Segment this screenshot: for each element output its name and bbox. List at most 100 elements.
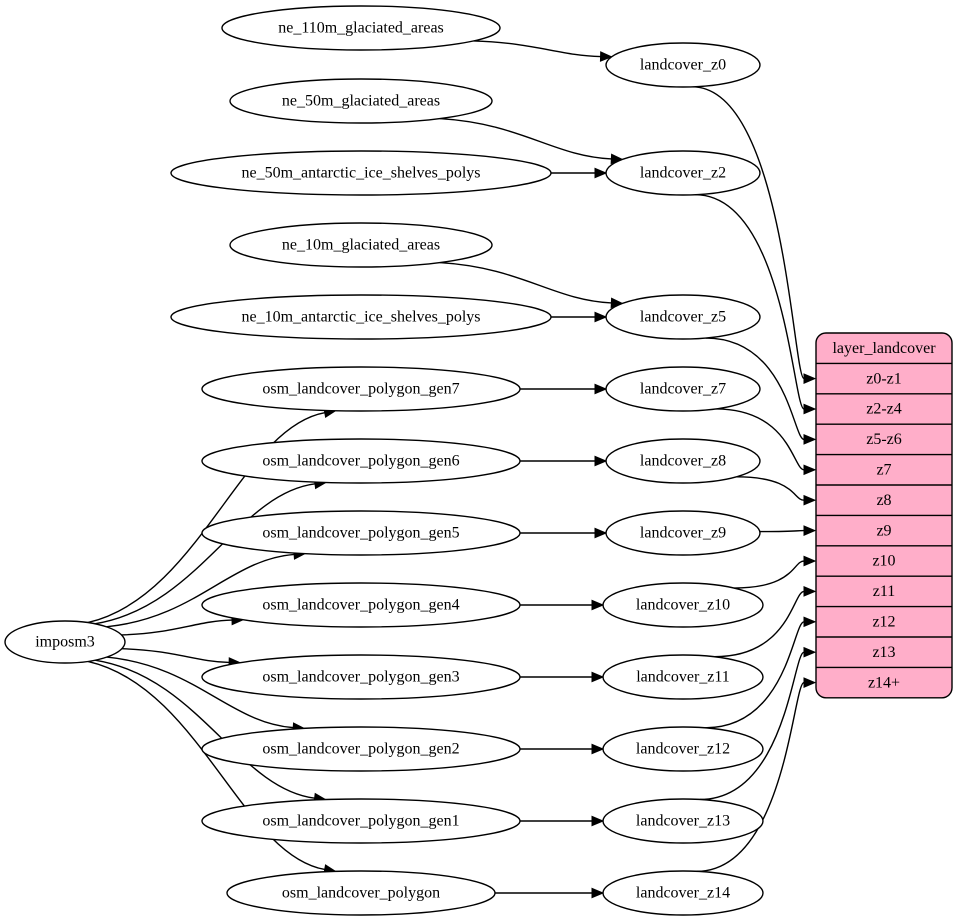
- node-label: landcover_z9: [640, 525, 726, 542]
- graph-node-ne_10m_antarctic_ice_shelves_polys[interactable]: ne_10m_antarctic_ice_shelves_polys: [170, 294, 552, 340]
- graph-node-landcover_z0[interactable]: landcover_z0: [605, 42, 761, 88]
- node-shape: [201, 582, 521, 628]
- edge-arrowhead: [594, 167, 608, 179]
- node-shape: [170, 150, 552, 196]
- graph-node-ne_50m_antarctic_ice_shelves_polys[interactable]: ne_50m_antarctic_ice_shelves_polys: [170, 150, 552, 196]
- edge-arrowhead: [803, 525, 817, 536]
- graph-node-landcover_z8[interactable]: landcover_z8: [605, 438, 761, 484]
- graph-node-osm_landcover_polygon_gen4[interactable]: osm_landcover_polygon_gen4: [201, 582, 521, 628]
- graph-node-landcover_z9[interactable]: landcover_z9: [605, 510, 761, 556]
- edge-landcover_z11-to-layer_landcover-z11: [714, 590, 805, 658]
- edge-landcover_z7-to-layer_landcover-z7: [715, 408, 805, 471]
- edge-landcover_z5-to-layer_landcover-z5-z6: [705, 337, 805, 441]
- node-shape: [602, 798, 764, 844]
- node-label: landcover_z13: [636, 813, 730, 830]
- edge-imposm3-to-osm_landcover_polygon_gen1: [94, 659, 315, 799]
- graph-node-osm_landcover_polygon_gen1[interactable]: osm_landcover_polygon_gen1: [201, 798, 521, 844]
- edge-ne_50m_glaciated_areas-to-landcover_z2: [439, 117, 612, 160]
- node-label: osm_landcover_polygon_gen5: [262, 525, 459, 542]
- edge-landcover_z8-to-layer_landcover-z8: [736, 476, 805, 501]
- node-shape: [170, 294, 552, 340]
- node-label: ne_110m_glaciated_areas: [278, 20, 444, 37]
- graph-node-landcover_z7[interactable]: landcover_z7: [605, 366, 761, 412]
- record-row-z10: z10: [872, 553, 895, 570]
- edge-arrowhead: [591, 671, 605, 683]
- node-shape: [201, 654, 521, 700]
- graph-node-landcover_z11[interactable]: landcover_z11: [602, 654, 764, 700]
- node-label: landcover_z0: [640, 57, 726, 74]
- graph-node-osm_landcover_polygon_gen5[interactable]: osm_landcover_polygon_gen5: [201, 510, 521, 556]
- edge-arrowhead: [591, 887, 605, 899]
- edge-ne_110m_glaciated_areas-to-landcover_z0: [473, 40, 601, 58]
- edge-landcover_z13-to-layer_landcover-z13: [699, 651, 805, 801]
- edge-arrowhead: [803, 464, 817, 476]
- node-shape: [226, 870, 496, 916]
- edge-arrowhead: [803, 677, 817, 688]
- graph-node-ne_10m_glaciated_areas[interactable]: ne_10m_glaciated_areas: [229, 222, 493, 268]
- node-label: landcover_z14: [636, 885, 730, 902]
- node-label: osm_landcover_polygon_gen3: [262, 669, 459, 686]
- edge-arrowhead: [594, 527, 608, 539]
- node-shape: [201, 726, 521, 772]
- node-shape: [605, 294, 761, 340]
- node-shape: [229, 222, 493, 268]
- node-shape: [605, 42, 761, 88]
- graph-node-ne_110m_glaciated_areas[interactable]: ne_110m_glaciated_areas: [221, 5, 501, 51]
- graph-node-landcover_z12[interactable]: landcover_z12: [602, 726, 764, 772]
- node-label: landcover_z8: [640, 453, 726, 470]
- node-label: landcover_z11: [636, 669, 730, 686]
- node-shape: [201, 438, 521, 484]
- graph-node-imposm3[interactable]: imposm3: [4, 620, 126, 664]
- graph-node-osm_landcover_polygon_gen2[interactable]: osm_landcover_polygon_gen2: [201, 726, 521, 772]
- edge-arrowhead: [803, 555, 817, 567]
- record-row-z8: z8: [876, 492, 891, 509]
- node-shape: [201, 798, 521, 844]
- edge-arrowhead: [591, 815, 605, 827]
- graph-node-landcover_z14[interactable]: landcover_z14: [602, 870, 764, 916]
- record-row-z11: z11: [873, 583, 896, 600]
- edge-landcover_z12-to-layer_landcover-z12: [704, 621, 805, 729]
- node-label: osm_landcover_polygon_gen6: [262, 453, 459, 470]
- graph-node-osm_landcover_polygon[interactable]: osm_landcover_polygon: [226, 870, 496, 916]
- node-label: ne_50m_antarctic_ice_shelves_polys: [241, 165, 480, 182]
- node-shape: [201, 366, 521, 412]
- graph-node-osm_landcover_polygon_gen6[interactable]: osm_landcover_polygon_gen6: [201, 438, 521, 484]
- node-label: landcover_z2: [640, 165, 726, 182]
- node-shape: [602, 582, 764, 628]
- edge-landcover_z14-to-layer_landcover-z14-: [696, 681, 805, 873]
- edge-arrowhead: [591, 743, 605, 755]
- node-shape: [605, 150, 761, 196]
- node-shape: [602, 654, 764, 700]
- graph-node-landcover_z2[interactable]: landcover_z2: [605, 150, 761, 196]
- node-label: osm_landcover_polygon_gen4: [262, 597, 459, 614]
- graph-node-landcover_z13[interactable]: landcover_z13: [602, 798, 764, 844]
- edge-arrowhead: [803, 494, 817, 506]
- record-row-z13: z13: [872, 644, 895, 661]
- graph-node-landcover_z5[interactable]: landcover_z5: [605, 294, 761, 340]
- graph-node-ne_50m_glaciated_areas[interactable]: ne_50m_glaciated_areas: [229, 78, 493, 124]
- record-row-z9: z9: [876, 522, 891, 539]
- graph-node-landcover_z10[interactable]: landcover_z10: [602, 582, 764, 628]
- node-label: landcover_z5: [640, 309, 726, 326]
- node-label: osm_landcover_polygon_gen7: [262, 381, 459, 398]
- edge-imposm3-to-osm_landcover_polygon_gen5: [106, 553, 295, 628]
- node-shape: [221, 5, 501, 51]
- record-title: layer_landcover: [832, 340, 936, 357]
- edge-imposm3-to-osm_landcover_polygon_gen4: [121, 619, 233, 636]
- edge-imposm3-to-osm_landcover_polygon: [87, 660, 325, 871]
- node-label: landcover_z12: [636, 741, 730, 758]
- node-shape: [229, 78, 493, 124]
- edge-imposm3-to-osm_landcover_polygon_gen3: [121, 648, 230, 664]
- node-shape: [602, 870, 764, 916]
- graph-node-osm_landcover_polygon_gen3[interactable]: osm_landcover_polygon_gen3: [201, 654, 521, 700]
- node-label: osm_landcover_polygon: [282, 885, 440, 902]
- record-row-z12: z12: [872, 613, 895, 630]
- edge-arrowhead: [803, 586, 817, 597]
- graph-node-osm_landcover_polygon_gen7[interactable]: osm_landcover_polygon_gen7: [201, 366, 521, 412]
- node-label: osm_landcover_polygon_gen1: [262, 813, 459, 830]
- edge-arrowhead: [803, 434, 817, 445]
- node-shape: [605, 438, 761, 484]
- record-row-z5-z6: z5-z6: [866, 431, 902, 448]
